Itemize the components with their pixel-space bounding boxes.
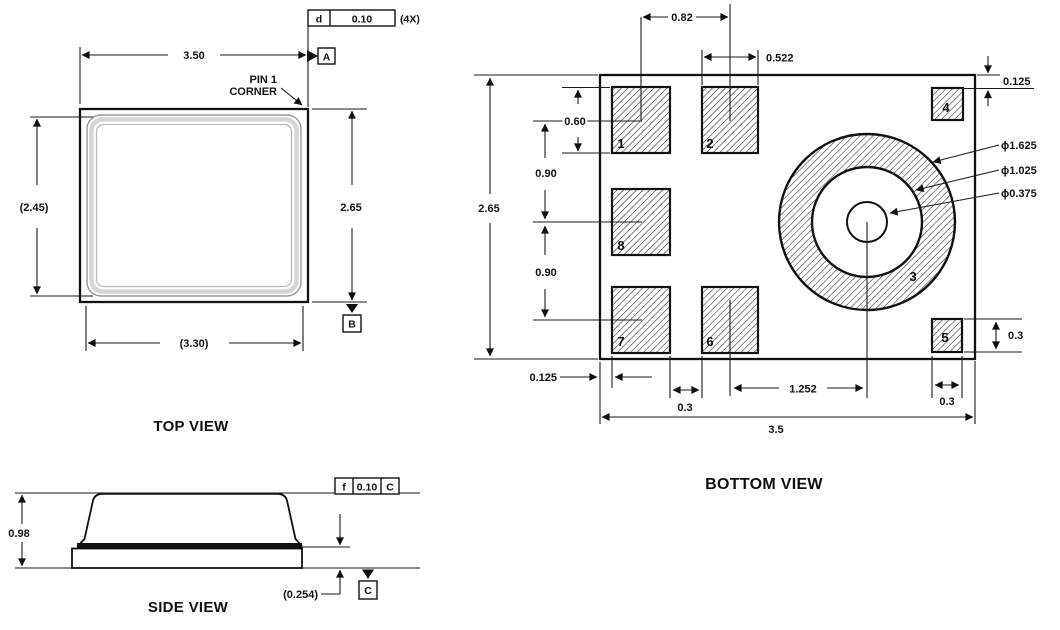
pad-6-number: 6 <box>706 334 713 349</box>
top-dim-width: 3.50 <box>79 47 307 104</box>
pad-5 <box>930 317 964 354</box>
datum-c-box <box>358 580 378 600</box>
bottom-dim-pad-height-label: 0.60 <box>564 116 585 128</box>
side-dim-base-thickness: (0.254) <box>283 514 350 601</box>
bottom-dim-port-offset: 1.252 <box>733 384 864 396</box>
datum-c-triangle <box>362 569 374 579</box>
pin1-label-line2: CORNER <box>229 86 277 98</box>
dia-mid-label: ϕ1.025 <box>1001 165 1037 177</box>
top-view-lid-outer-edge <box>86 114 302 297</box>
datum-b-label: B <box>348 319 356 331</box>
bottom-dim-pad-height: 0.60 <box>562 89 588 152</box>
datum-a: A <box>307 47 336 65</box>
top-view-lid-inner-edge <box>95 123 293 288</box>
bottom-dim-pad-gap: 0.3 <box>672 386 700 414</box>
top-dim-lid-width-label: (3.30) <box>180 338 209 350</box>
top-view-title: TOP VIEW <box>153 418 229 435</box>
bottom-dim-edge-offset-label: 0.125 <box>529 372 557 384</box>
bottom-dim-pad2-width: 0.522 <box>703 53 794 65</box>
top-dim-lid-width: (3.30) <box>85 306 304 352</box>
side-dim-height: 0.98 <box>6 494 32 567</box>
top-fcf: d 0.10 (4X) <box>307 9 420 107</box>
top-dim-lid-height: (2.45) <box>18 116 93 297</box>
pad-2-number: 2 <box>706 136 713 151</box>
bottom-dim-edge-offset: 0.125 <box>529 372 652 384</box>
side-view: 0.98 (0.254) C f 0.10 C SIDE VIEW <box>6 477 420 616</box>
top-dim-lid-height-label: (2.45) <box>20 202 49 214</box>
datum-b: B <box>342 304 362 333</box>
side-fcf-frame <box>334 477 400 495</box>
bottom-dim-pad-pitch-y1: 0.90 <box>533 123 559 220</box>
dia-outer-label: ϕ1.625 <box>1001 140 1037 152</box>
diameter-callouts: ϕ1.625 ϕ1.025 ϕ0.375 <box>889 140 1037 216</box>
bottom-view: 1 2 8 7 6 4 5 3 0.82 0.522 0.125 2.65 <box>474 4 1037 493</box>
bottom-dim-corner-pad-top-offset-label: 0.125 <box>1003 76 1031 88</box>
top-fcf-tolerance: 0.10 <box>352 14 373 26</box>
bottom-dim-pad-pitch-y2: 0.90 <box>533 225 559 318</box>
side-view-seam <box>77 543 302 549</box>
datum-a-triangle <box>307 50 318 62</box>
datum-c-label: C <box>364 585 372 597</box>
side-fcf-datum: C <box>386 482 394 494</box>
bottom-dim-port-offset-label: 1.252 <box>789 384 817 396</box>
bottom-dim-height-label: 2.65 <box>478 203 499 215</box>
bottom-extension-lines <box>474 4 1034 424</box>
side-view-lid <box>76 492 304 546</box>
bottom-dim-pad-pitch-x-label: 0.82 <box>671 12 692 24</box>
side-fcf: f 0.10 C <box>334 477 400 495</box>
bottom-dim-corner-pad-width: 0.3 <box>934 381 960 408</box>
side-dim-height-label: 0.98 <box>8 528 29 540</box>
pad-4-number: 4 <box>942 100 950 115</box>
dia-port-label: ϕ0.375 <box>1001 188 1037 200</box>
pad-8-number: 8 <box>617 238 624 253</box>
pad-3-number: 3 <box>909 269 916 284</box>
bottom-dim-pad-pitch-y1-label: 0.90 <box>535 168 556 180</box>
pin1-label-line1: PIN 1 <box>249 74 277 86</box>
bottom-dim-corner-pad-height-label: 0.3 <box>1008 330 1023 342</box>
bottom-dim-pad2-width-label: 0.522 <box>766 53 794 65</box>
bottom-dim-width: 3.5 <box>601 413 974 436</box>
bottom-dim-corner-pad-width-label: 0.3 <box>939 396 954 408</box>
side-view-base <box>71 547 303 569</box>
datum-b-triangle <box>346 304 358 313</box>
bottom-dim-corner-pad-height: 0.3 <box>992 321 1023 350</box>
pad-4 <box>930 86 965 122</box>
bottom-dim-pad-pitch-y2-label: 0.90 <box>535 267 556 279</box>
bottom-dim-width-label: 3.5 <box>768 424 783 436</box>
pad-7-number: 7 <box>617 334 624 349</box>
top-fcf-qty: (4X) <box>400 14 420 26</box>
top-view-lid-band <box>89 117 299 294</box>
datum-b-box <box>342 314 362 333</box>
pad-5-number: 5 <box>941 330 948 345</box>
side-fcf-symbol: f <box>342 482 346 494</box>
side-dim-base-thickness-label: (0.254) <box>283 589 318 601</box>
bottom-dim-pad-pitch-x: 0.82 <box>642 12 729 24</box>
pin1-callout: PIN 1 CORNER <box>229 74 303 106</box>
bottom-dim-height: 2.65 <box>476 77 502 357</box>
top-dim-height: 2.65 <box>312 108 367 303</box>
top-dim-width-label: 3.50 <box>183 50 204 62</box>
bottom-dim-pad-gap-label: 0.3 <box>677 402 692 414</box>
datum-a-box <box>317 47 336 65</box>
side-view-title: SIDE VIEW <box>148 599 229 616</box>
side-fcf-tolerance: 0.10 <box>357 482 378 494</box>
datum-a-label: A <box>323 52 331 64</box>
top-view: 3.50 d 0.10 (4X) A PIN 1 CORNER <box>18 9 420 435</box>
bottom-dim-corner-pad-top-offset: 0.125 <box>984 56 1031 106</box>
bottom-view-title: BOTTOM VIEW <box>705 476 823 493</box>
pad-1-number: 1 <box>617 136 624 151</box>
top-dim-height-label: 2.65 <box>340 202 361 214</box>
datum-c: C <box>358 569 378 600</box>
top-fcf-symbol: d <box>316 14 322 26</box>
